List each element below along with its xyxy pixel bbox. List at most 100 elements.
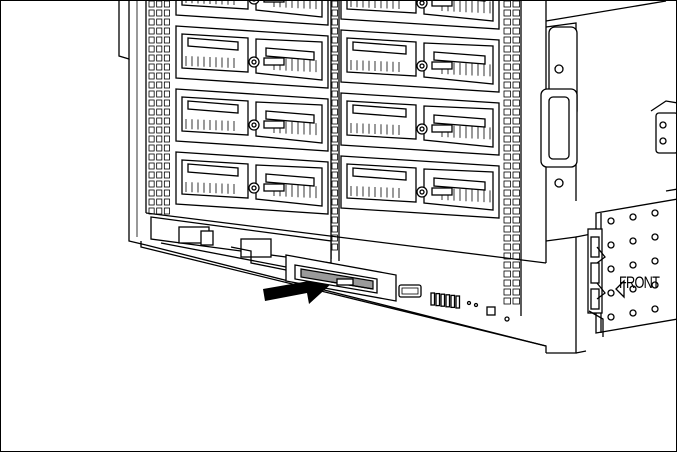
vent-hole — [163, 90, 170, 98]
blade-bay — [175, 88, 329, 152]
vent-hole — [156, 171, 163, 179]
vent-hole — [163, 162, 170, 170]
vent-hole — [503, 126, 511, 134]
vent-hole — [148, 27, 155, 35]
vent-hole — [503, 144, 511, 152]
vent-hole — [512, 153, 520, 161]
vent-hole — [331, 189, 338, 197]
vent-hole — [163, 81, 170, 89]
rack-hole — [607, 217, 615, 225]
vent-hole — [503, 216, 511, 224]
vent-hole — [331, 153, 338, 161]
vent-hole — [512, 261, 520, 269]
vent-hole — [331, 27, 338, 35]
vent-hole — [163, 207, 170, 215]
drive-handle — [433, 114, 486, 128]
vent-hole — [503, 27, 511, 35]
vent-hole — [148, 18, 155, 26]
vent-hole — [156, 99, 163, 107]
release-latch — [416, 60, 428, 72]
vent-hole — [512, 144, 520, 152]
vent-hole — [503, 261, 511, 269]
vent-hole — [148, 81, 155, 89]
rack-hole — [607, 241, 615, 249]
blade-bay — [340, 1, 500, 30]
vent-hole — [148, 90, 155, 98]
vent-hole — [503, 180, 511, 188]
vent-hole — [148, 36, 155, 44]
vent-hole — [163, 72, 170, 80]
vent-hole — [163, 27, 170, 35]
vent-hole — [503, 54, 511, 62]
port-slot — [440, 293, 446, 307]
drive-handle — [352, 41, 407, 55]
drive-handle — [187, 163, 239, 177]
vent-hole — [148, 153, 155, 161]
left-vent-column — [148, 1, 170, 215]
vent-hole — [331, 18, 338, 26]
vent-hole — [163, 135, 170, 143]
front-panel-connectors — [398, 284, 510, 322]
vent-hole — [163, 171, 170, 179]
vent-hole — [331, 1, 338, 8]
port-slot — [445, 294, 451, 308]
center-vent-column — [331, 1, 338, 251]
vent-hole — [331, 63, 338, 71]
vent-hole — [331, 234, 338, 242]
vent-hole — [163, 9, 170, 17]
release-latch-center — [419, 189, 425, 195]
vent-hole — [148, 135, 155, 143]
vent-hole — [331, 171, 338, 179]
drive-left — [181, 1, 249, 10]
vent-hole — [512, 198, 520, 206]
vent-hole — [156, 81, 163, 89]
port-slot — [430, 292, 436, 306]
vent-hole — [331, 198, 338, 206]
blade-bay — [340, 92, 500, 156]
blade-bay — [340, 155, 500, 219]
vent-hole — [148, 1, 155, 8]
blade-bay — [175, 25, 329, 89]
vent-hole — [148, 198, 155, 206]
vent-hole — [512, 252, 520, 260]
front-connector — [431, 187, 453, 196]
vent-hole — [163, 117, 170, 125]
front-connector — [263, 57, 285, 66]
vent-hole — [156, 18, 163, 26]
vent-hole — [156, 108, 163, 116]
vent-hole — [148, 162, 155, 170]
vent-hole — [503, 36, 511, 44]
vent-hole — [512, 99, 520, 107]
vent-hole — [503, 207, 511, 215]
vent-hole — [148, 189, 155, 197]
vent-hole — [156, 198, 163, 206]
vent-hole — [156, 126, 163, 134]
release-latch-center — [419, 1, 425, 6]
vent-hole — [148, 180, 155, 188]
rack-hole — [629, 285, 637, 293]
left-rack-rail — [118, 1, 147, 246]
release-latch-center — [419, 63, 425, 69]
drive-handle — [187, 100, 239, 114]
vent-hole — [163, 1, 170, 8]
front-connector — [431, 1, 453, 7]
vent-hole — [503, 225, 511, 233]
rack-hole — [607, 265, 615, 273]
vent-hole — [331, 180, 338, 188]
vent-hole — [156, 9, 163, 17]
release-latch — [416, 123, 428, 135]
blade-bay — [175, 1, 329, 26]
vent-hole — [503, 270, 511, 278]
vent-hole — [512, 45, 520, 53]
vent-hole — [503, 135, 511, 143]
vent-hole — [512, 270, 520, 278]
vent-hole — [503, 297, 511, 305]
vent-hole — [163, 63, 170, 71]
right-side-panel — [540, 1, 676, 354]
blade-bay — [175, 151, 329, 215]
vent-hole — [503, 63, 511, 71]
drive-handle — [352, 104, 407, 118]
vent-hole — [512, 36, 520, 44]
rack-hole — [651, 305, 659, 313]
